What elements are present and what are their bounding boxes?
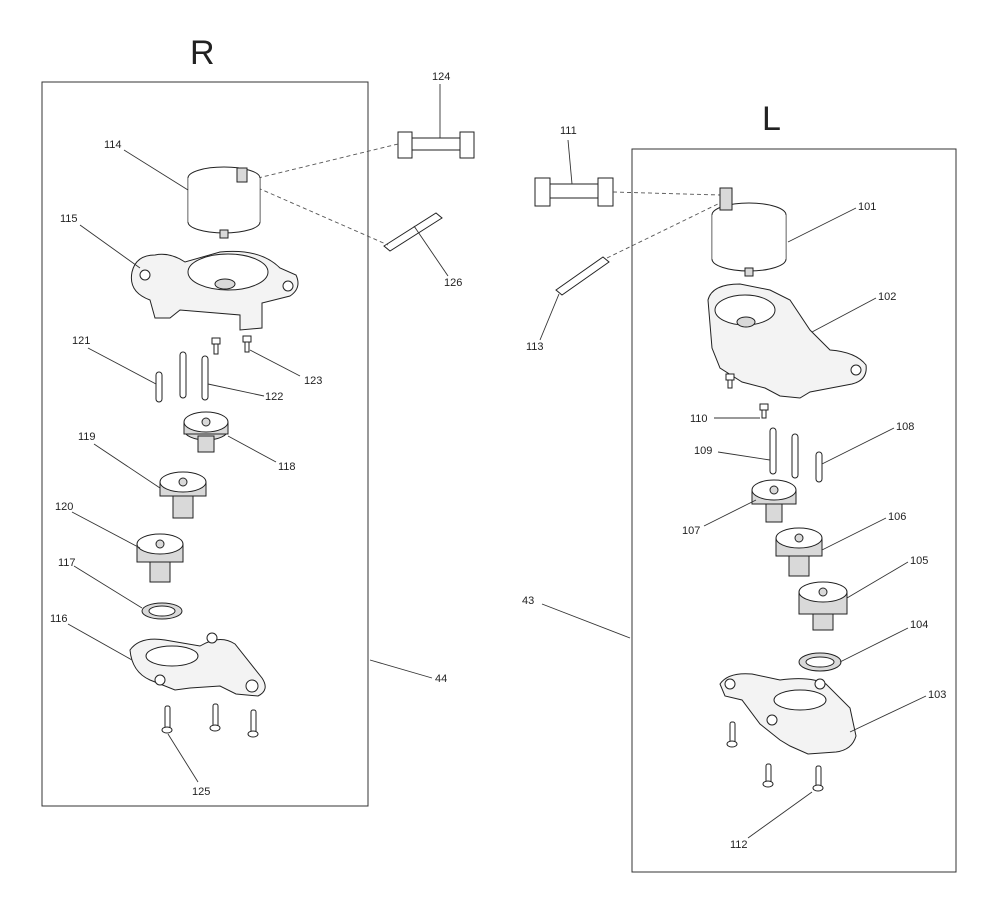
callout-111: 111 [560, 125, 577, 137]
assembly-number-44: 44 [435, 673, 447, 685]
leader-44 [369, 659, 433, 679]
callout-121: 121 [72, 335, 90, 347]
callout-105: 105 [910, 555, 928, 567]
part-115-upper-housing [130, 250, 299, 331]
left-group-title: L [762, 100, 781, 138]
part-103-lower-housing [719, 673, 857, 755]
dash-101-111 [612, 191, 721, 196]
leader-43 [541, 603, 631, 639]
callout-124: 124 [432, 71, 450, 83]
callout-106: 106 [888, 511, 906, 523]
callout-104: 104 [910, 619, 928, 631]
part-105-gear [798, 581, 848, 631]
callout-122: 122 [265, 391, 283, 403]
callout-110: 110 [690, 413, 708, 425]
part-121-pin [155, 371, 163, 403]
part-112-screws [726, 721, 824, 792]
part-108-pins [791, 433, 823, 483]
part-124-connector [397, 131, 475, 159]
part-114-motor [187, 166, 261, 239]
part-122-pins [179, 351, 209, 401]
dash-114-126 [257, 187, 389, 246]
callout-113: 113 [526, 341, 544, 353]
part-106-gear [775, 527, 823, 577]
part-107-gear [751, 479, 797, 523]
assembly-number-43: 43 [522, 595, 534, 607]
part-117-ring [141, 602, 183, 620]
callout-112: 112 [730, 839, 748, 851]
part-102-upper-housing [707, 283, 867, 399]
callout-117: 117 [58, 557, 76, 569]
callout-123: 123 [304, 375, 322, 387]
leader-lines [67, 84, 927, 839]
right-group-title: R [190, 34, 215, 72]
dash-114-124 [257, 143, 399, 179]
dash-101-113 [606, 201, 723, 259]
part-126-bar [383, 212, 443, 252]
callout-125: 125 [192, 786, 210, 798]
callout-126: 126 [444, 277, 462, 289]
part-104-ring [798, 652, 842, 672]
left-assembly-frame [631, 148, 957, 873]
callout-109: 109 [694, 445, 712, 457]
callout-116: 116 [50, 613, 68, 625]
part-120-gear [136, 533, 184, 583]
callout-108: 108 [896, 421, 914, 433]
callout-118: 118 [278, 461, 296, 473]
part-123-screws [211, 335, 252, 355]
part-113-bar [555, 256, 610, 296]
callout-114: 114 [104, 139, 122, 151]
callout-101: 101 [858, 201, 876, 213]
callout-103: 103 [928, 689, 946, 701]
part-116-lower-housing [129, 632, 266, 697]
part-118-gear [183, 411, 229, 453]
callout-115: 115 [60, 213, 78, 225]
right-assembly-frame [41, 81, 369, 807]
part-101-motor [711, 187, 787, 277]
part-109-pin [769, 427, 777, 475]
part-125-screws [161, 703, 259, 738]
callout-119: 119 [78, 431, 96, 443]
part-111-connector [534, 177, 614, 207]
callout-120: 120 [55, 501, 73, 513]
part-110-screws [725, 373, 769, 419]
callout-107: 107 [682, 525, 700, 537]
part-119-gear [159, 471, 207, 519]
callout-102: 102 [878, 291, 896, 303]
